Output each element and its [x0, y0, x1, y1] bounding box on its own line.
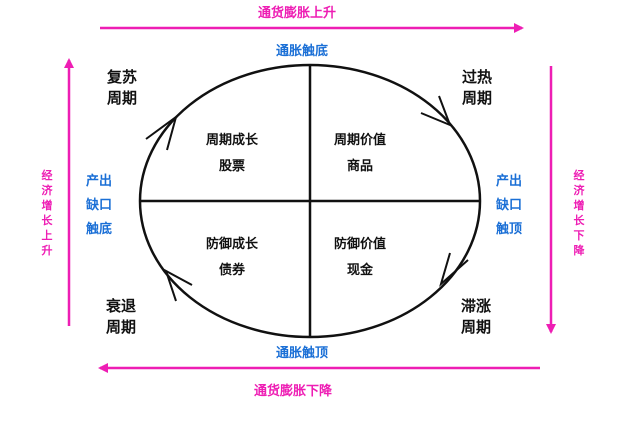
inflation-rising-label: 通货膨胀上升 — [258, 6, 337, 21]
quadrant-bottom-left-label: 防御成长 债券 — [206, 237, 259, 278]
inflation-top-label: 通胀触顶 — [276, 346, 329, 361]
quadrant-top-right-label: 周期价值 商品 — [334, 133, 387, 174]
recovery-arrowhead — [145, 114, 178, 151]
stagflation-cycle-label: 滞涨 周期 — [461, 297, 492, 336]
growth-falling-label: 经济增长下降 — [573, 169, 585, 257]
overheat-arrowhead — [420, 95, 452, 127]
recession-arrowhead — [164, 268, 193, 302]
inflation-falling-label: 通货膨胀下降 — [254, 384, 333, 399]
output-gap-bottom-label: 产出 缺口 触底 — [86, 174, 113, 237]
recovery-cycle-label: 复苏 周期 — [107, 68, 138, 107]
growth-rising-label: 经济增长上升 — [41, 169, 53, 257]
overheat-cycle-label: 过热 周期 — [462, 68, 493, 107]
output-gap-top-label: 产出 缺口 触顶 — [496, 174, 523, 237]
quadrant-top-left-label: 周期成长 股票 — [206, 133, 259, 174]
stagflation-arrowhead — [439, 252, 469, 288]
quadrant-bottom-right-label: 防御价值 现金 — [334, 237, 387, 278]
recession-cycle-label: 衰退 周期 — [106, 297, 137, 336]
inflation-bottom-label: 通胀触底 — [276, 44, 329, 59]
